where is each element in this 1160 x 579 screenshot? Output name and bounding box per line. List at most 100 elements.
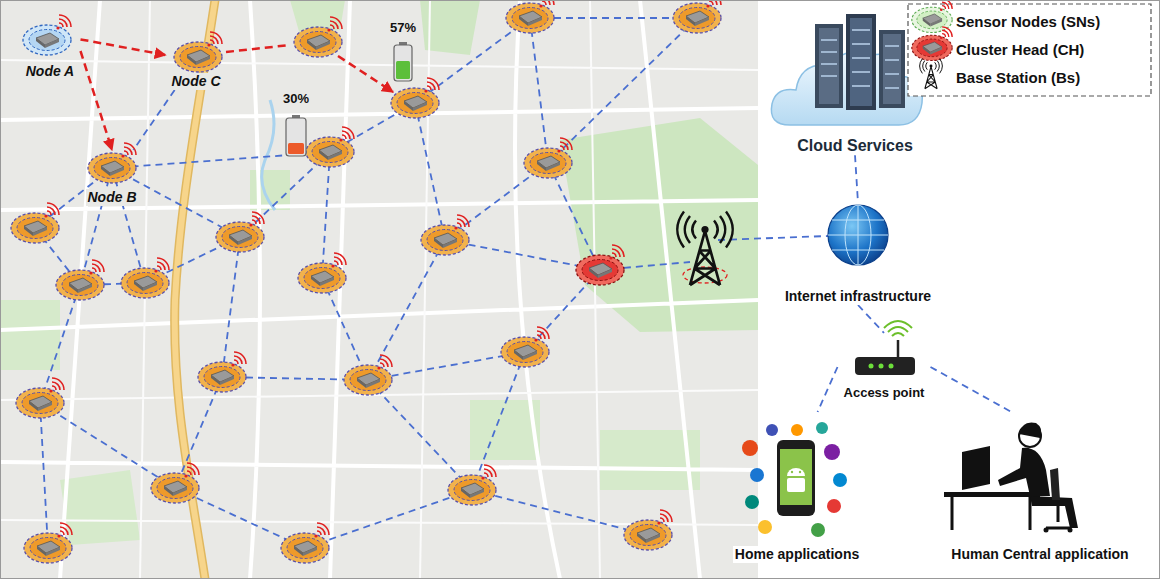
home-apps-icon (745, 495, 759, 509)
sensor-node-icon (16, 378, 64, 418)
sensor-node-icon (506, 0, 554, 33)
access-point-router (889, 364, 894, 369)
node-label: Node A (24, 63, 76, 80)
access-point-router (879, 364, 884, 369)
human-operator (944, 492, 1040, 497)
home-apps-icon (811, 523, 825, 537)
human-operator (1044, 528, 1049, 533)
network-link (858, 305, 884, 333)
cloud-servers (821, 30, 899, 88)
node-label: Human Central application (949, 546, 1130, 563)
access-point-router (897, 340, 900, 357)
routing-arrow (81, 51, 113, 150)
battery-icon (288, 143, 304, 154)
home-apps-icon (791, 471, 793, 473)
network-link (931, 367, 1012, 412)
home-apps-icon (787, 478, 805, 492)
human-operator (1019, 422, 1041, 438)
cloud-servers (879, 30, 905, 108)
sensor-node-icon (344, 355, 392, 395)
human-application: Human Central application (945, 412, 1135, 563)
human-operator (1030, 496, 1078, 528)
home-apps-icon (742, 440, 758, 456)
network-link (818, 367, 838, 412)
sensor-node: Node A (20, 22, 81, 80)
legend-frame (912, 27, 952, 61)
node-label: Node B (86, 189, 139, 206)
mesh-link (35, 18, 828, 548)
home-apps-icon (791, 424, 803, 436)
internet-globe (828, 205, 888, 265)
map-background (0, 300, 60, 370)
network-link (855, 155, 858, 203)
sensor-node-icon (281, 523, 329, 563)
sensor-node-icon (294, 17, 342, 57)
sensor-node-icon (391, 78, 439, 118)
base-station (677, 212, 733, 286)
sensor-node-icon (11, 0, 721, 563)
sensor-node-icon (23, 15, 71, 55)
legend-text: Sensor Nodes (SNs) (956, 13, 1100, 31)
sensor-node: Node B (82, 150, 143, 206)
sensor-node-icon (11, 203, 59, 243)
home-apps-icon (833, 473, 847, 487)
sensor-node: Node C (166, 40, 227, 90)
home-apps-icon (799, 471, 801, 473)
internet-globe (828, 205, 888, 265)
map-background (0, 0, 758, 579)
network-link (133, 90, 174, 150)
home-applications: Home applications (729, 412, 866, 563)
sensor-node-icon (448, 465, 496, 505)
sensor-node-icon (298, 253, 346, 293)
human-operator (962, 446, 990, 490)
node-label: Home applications (733, 546, 861, 563)
node-label: Cloud Services (795, 136, 915, 155)
home-apps-icon (742, 422, 847, 537)
access-point-router (855, 357, 915, 375)
sensor-node-icon (421, 215, 469, 255)
human-operator (998, 448, 1050, 496)
access-point: Access point (838, 333, 931, 401)
map-background (0, 0, 758, 579)
sensor-node-icon (524, 138, 572, 178)
cloud-servers (846, 14, 876, 110)
home-apps-icon (766, 424, 778, 436)
internet-globe (828, 205, 888, 265)
legend-frame (920, 59, 943, 89)
human-operator (1068, 528, 1073, 533)
cloud-servers (815, 24, 843, 108)
human-operator (952, 497, 1030, 530)
battery-icon (286, 118, 306, 156)
cloud-servers (850, 18, 872, 106)
sensor-node-icon (624, 510, 672, 550)
home-apps-icon (777, 440, 815, 516)
node-label: Access point (842, 385, 927, 401)
home-apps-icon (750, 468, 764, 482)
access-point-router (884, 321, 912, 336)
sensor-node-icon (121, 258, 169, 298)
node-label: Internet infrastructure (783, 288, 933, 305)
base-station (677, 212, 733, 286)
human-operator (944, 422, 1078, 532)
battery-icon (396, 61, 410, 79)
sensor-node-icon (216, 212, 264, 252)
home-apps-icon (827, 499, 841, 513)
map-background (262, 100, 275, 210)
home-apps-icon (787, 468, 805, 476)
sensor-node-icon (306, 127, 354, 167)
sensor-node-icon (198, 352, 246, 392)
human-operator (1050, 468, 1060, 500)
sensor-node-icon (174, 32, 222, 72)
battery-level: 57% (390, 20, 416, 36)
sensor-node-icon (56, 260, 104, 300)
access-point-router (869, 364, 874, 369)
home-apps-icon (780, 449, 812, 505)
legend-text: Cluster Head (CH) (956, 41, 1084, 59)
routing-arrow (81, 39, 166, 55)
map-background (0, 0, 758, 579)
sensor-node-icon (24, 523, 72, 563)
sensor-node-icon (501, 327, 549, 367)
home-apps-icon (816, 422, 828, 434)
